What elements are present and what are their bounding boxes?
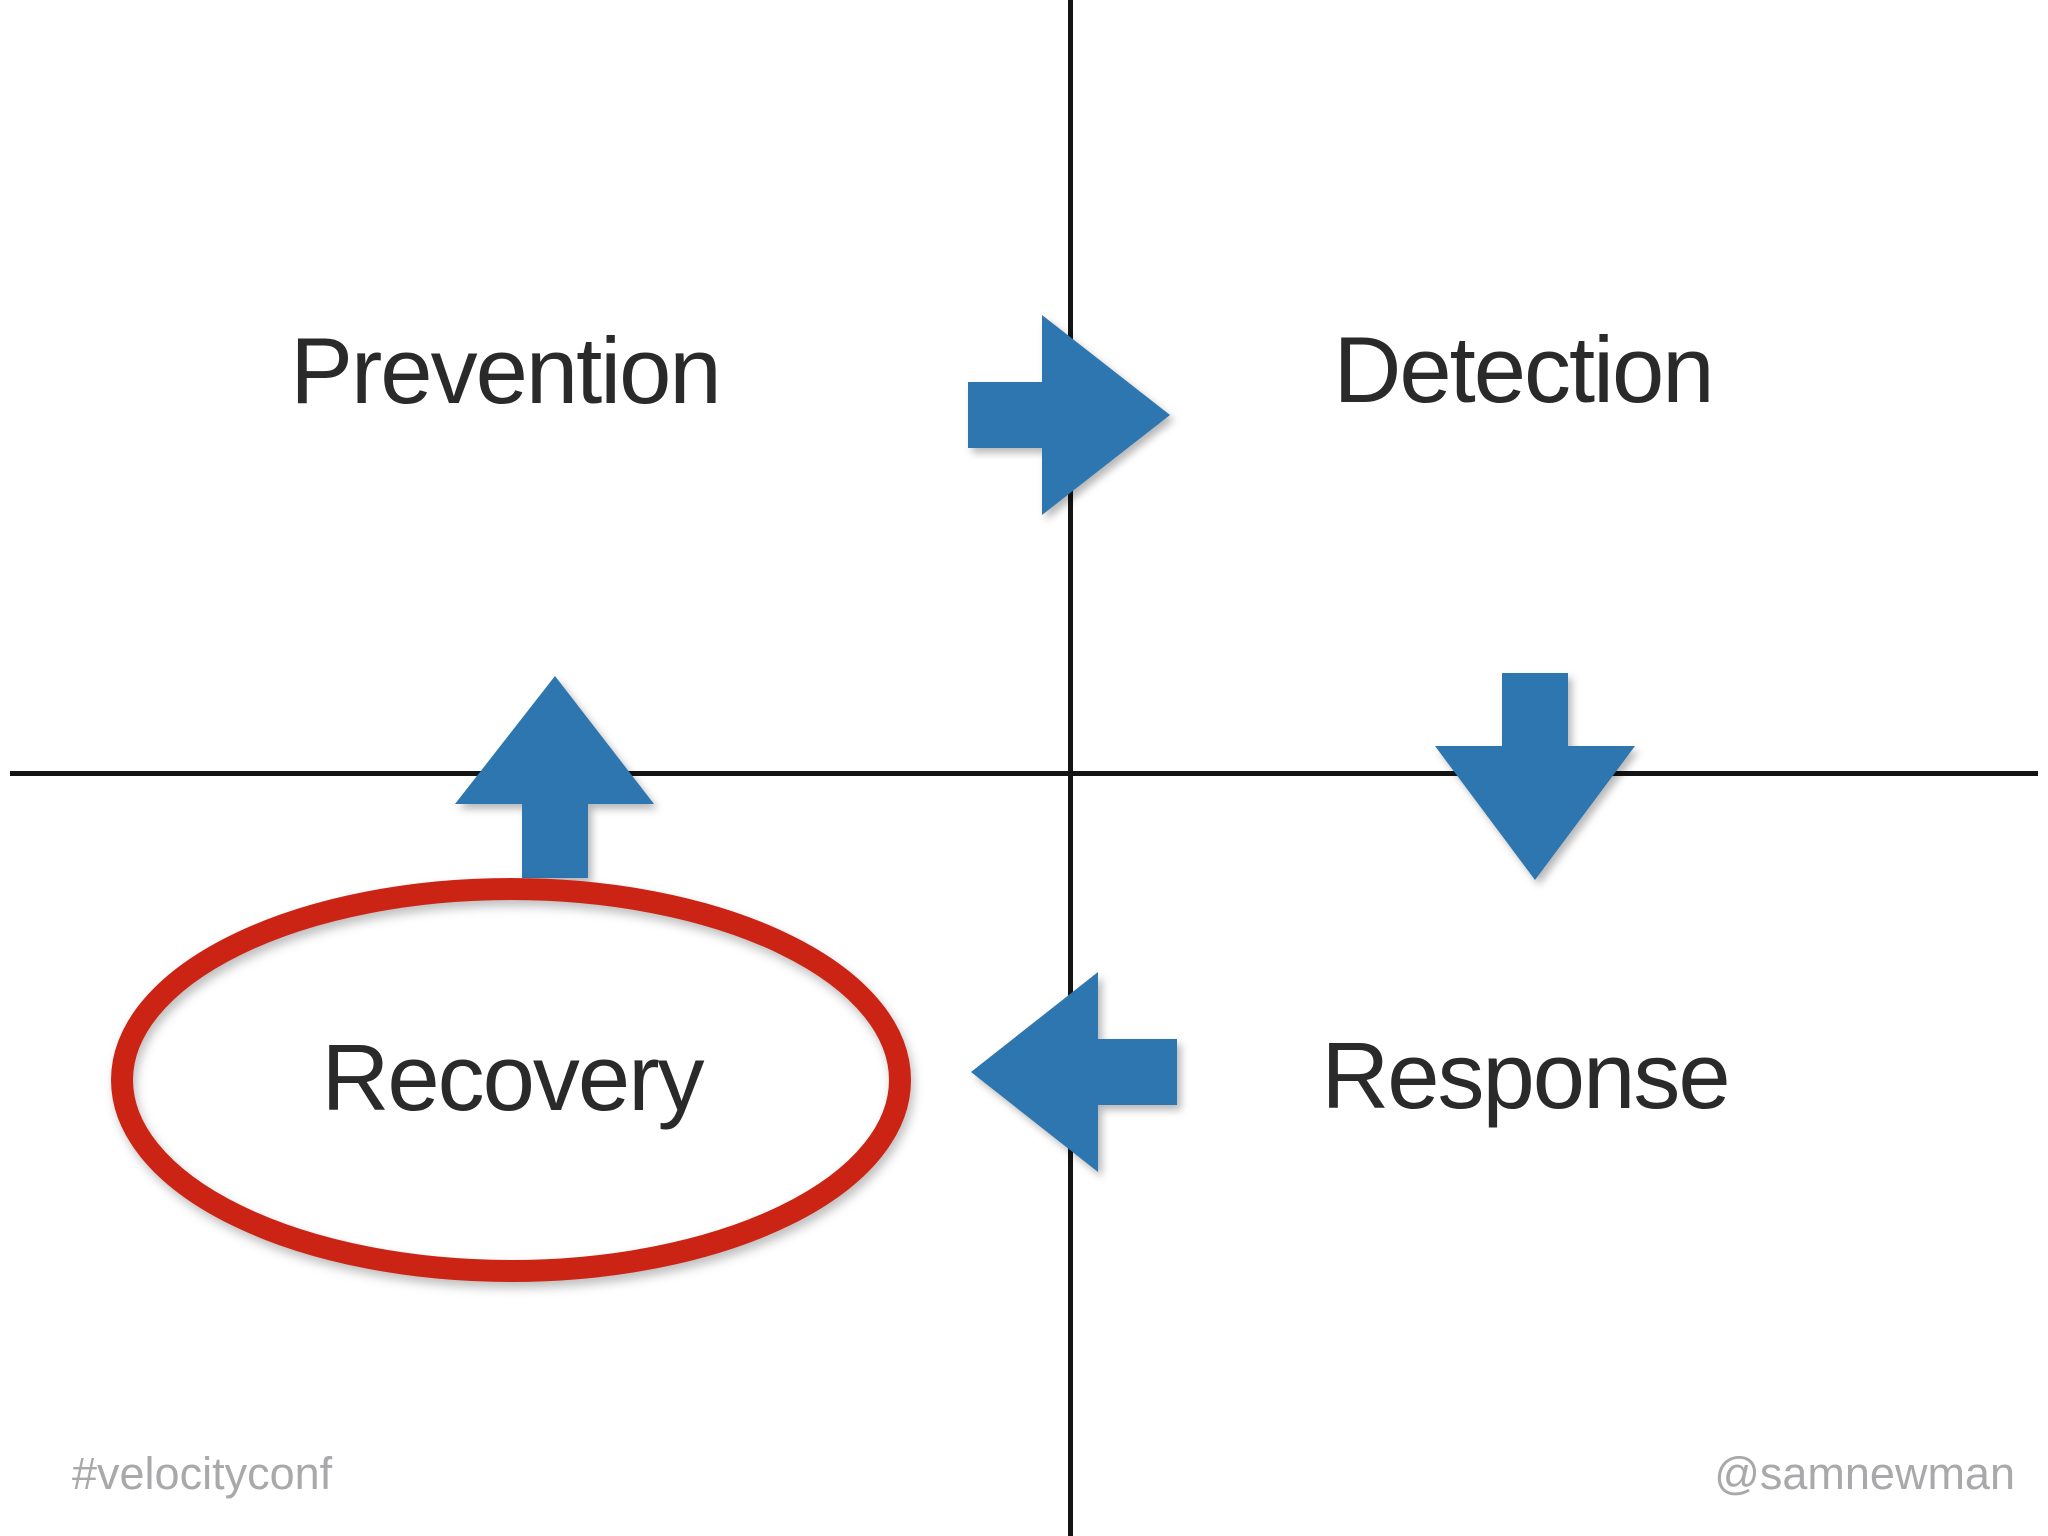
arrow-up-icon: [455, 676, 654, 878]
quadrant-label-response: Response: [1321, 1023, 1730, 1128]
horizontal-axis-line: [10, 771, 2038, 776]
quadrant-label-prevention: Prevention: [290, 318, 721, 423]
arrow-down-icon: [1435, 673, 1635, 880]
arrow-right-icon: [968, 315, 1170, 515]
highlight-ellipse-icon: [95, 864, 927, 1301]
quadrant-label-detection: Detection: [1333, 317, 1714, 422]
hashtag-footer: #velocityconf: [72, 1448, 333, 1499]
vertical-axis-line: [1068, 0, 1073, 1536]
quadrant-label-recovery: Recovery: [321, 1025, 704, 1130]
twitter-handle-footer: @samnewman: [1714, 1448, 2015, 1499]
arrow-left-icon: [971, 972, 1177, 1172]
